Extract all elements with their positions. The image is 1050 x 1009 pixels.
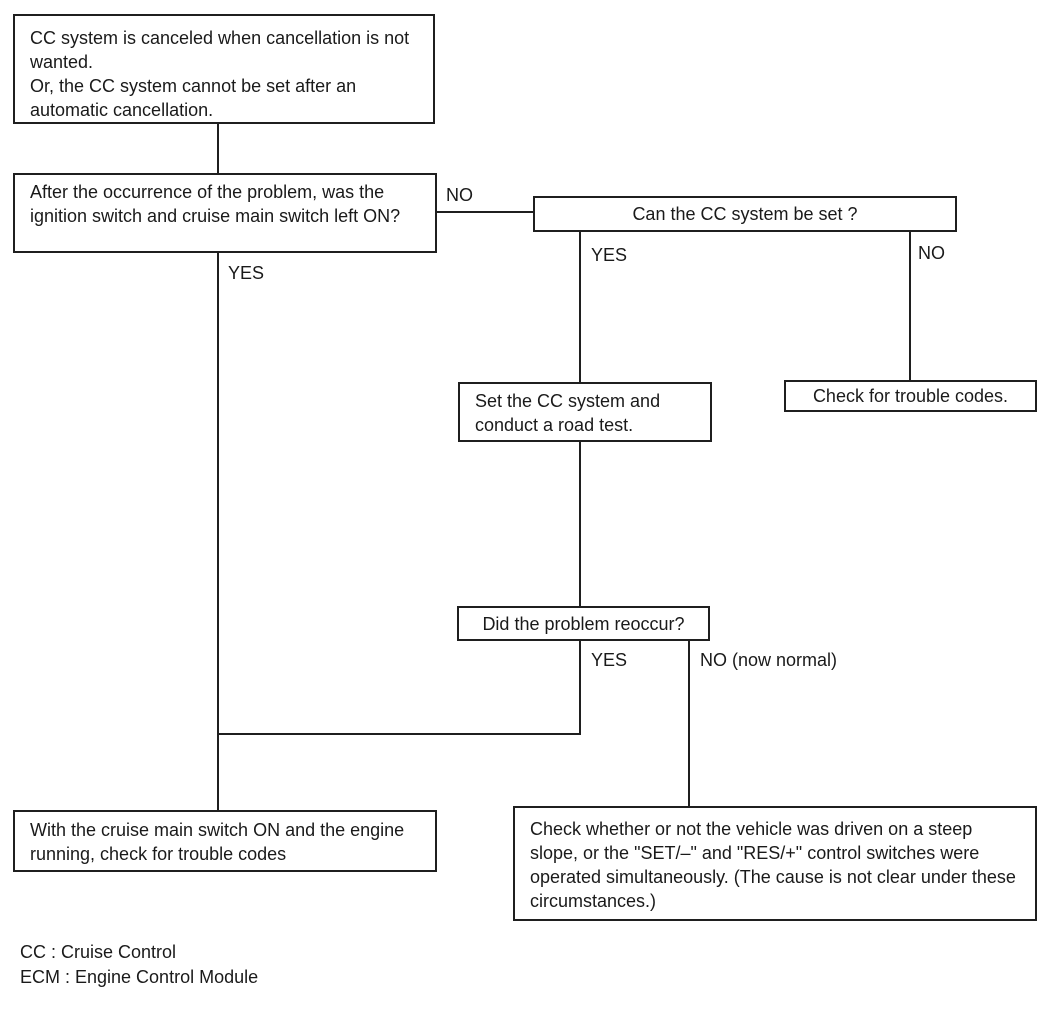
node-check-codes-engine-running: With the cruise main switch ON and the e…: [13, 810, 437, 872]
reoccur-question-text: Did the problem reoccur?: [482, 613, 685, 634]
edge-label-reoccur-no: NO (now normal): [700, 650, 838, 670]
road-test-text: Set the CC system and conduct a road tes…: [475, 391, 661, 435]
symptom-line-2: Or, the CC system cannot be set after an…: [30, 76, 357, 120]
node-road-test: Set the CC system and conduct a road tes…: [458, 382, 712, 442]
ignition-question-text: After the occurrence of the problem, was…: [30, 182, 401, 226]
check-trouble-codes-text: Check for trouble codes.: [812, 386, 1009, 406]
connector-reoccur-yes-horizontal: [217, 733, 581, 735]
symptom-line-1: CC system is canceled when cancellation …: [30, 28, 410, 72]
edge-label-ignition-yes: YES: [228, 263, 265, 283]
node-can-set-question: Can the CC system be set ?: [533, 196, 957, 232]
edge-label-reoccur-yes: YES: [591, 650, 628, 670]
abbreviation-legend: CC : Cruise Control ECM : Engine Control…: [20, 940, 258, 990]
node-check-steep-slope: Check whether or not the vehicle was dri…: [513, 806, 1037, 921]
node-symptom: CC system is canceled when cancellation …: [13, 14, 435, 124]
node-ignition-question: After the occurrence of the problem, was…: [13, 173, 437, 253]
check-steep-slope-text: Check whether or not the vehicle was dri…: [530, 819, 1016, 911]
connector-symptom-to-ignition: [217, 124, 219, 173]
connector-reoccur-yes-vertical: [579, 641, 581, 735]
legend-cc: CC : Cruise Control: [20, 942, 177, 962]
legend-ecm: ECM : Engine Control Module: [20, 967, 259, 987]
check-codes-engine-running-text: With the cruise main switch ON and the e…: [30, 820, 405, 864]
connector-canset-yes-to-roadtest: [579, 232, 581, 382]
connector-ignition-no-to-canset: [437, 211, 533, 213]
connector-ignition-yes-to-bottom-left: [217, 253, 219, 810]
edge-label-can-set-no: NO: [918, 243, 945, 263]
connector-reoccur-no-to-bottom-right: [688, 641, 690, 806]
node-reoccur-question: Did the problem reoccur?: [457, 606, 710, 641]
edge-label-ignition-no: NO: [446, 185, 473, 205]
can-set-question-text: Can the CC system be set ?: [632, 204, 858, 224]
node-check-trouble-codes: Check for trouble codes.: [784, 380, 1037, 412]
connector-canset-no-to-troublecodes: [909, 232, 911, 380]
connector-roadtest-to-reoccur: [579, 442, 581, 606]
edge-label-can-set-yes: YES: [591, 245, 628, 265]
